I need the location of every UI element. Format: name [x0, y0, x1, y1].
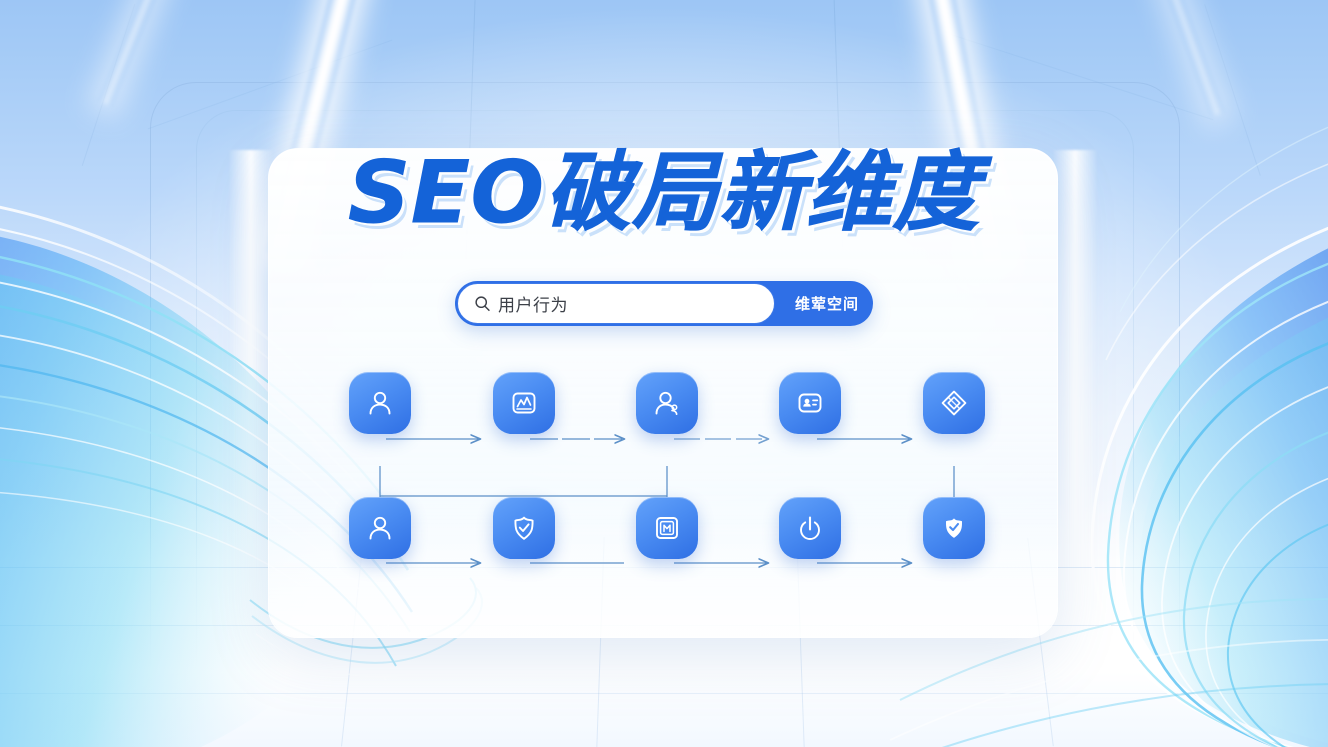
- chart-frame-icon: [512, 392, 536, 414]
- flow-node-bottom-3[interactable]: [636, 497, 698, 559]
- diamond-icon: [941, 390, 967, 416]
- shield-check-icon: [514, 516, 534, 540]
- flow-node-bottom-4[interactable]: [779, 497, 841, 559]
- id-card-icon: [798, 393, 822, 413]
- flow-node-top-2[interactable]: [493, 372, 555, 434]
- flow-diagram: [268, 148, 1058, 638]
- page-title: SEO破局新维度: [348, 143, 980, 243]
- flow-node-top-3[interactable]: [636, 372, 698, 434]
- user-icon: [369, 391, 391, 415]
- search-input-value: 用户行为: [498, 296, 568, 316]
- search-input[interactable]: 用户行为: [457, 283, 775, 324]
- flow-node-bottom-2[interactable]: [493, 497, 555, 559]
- flow-node-bottom-5[interactable]: [923, 497, 985, 559]
- document-frame-icon: [656, 517, 678, 539]
- search-submit-button[interactable]: 维荤空间: [794, 295, 859, 313]
- page-title-wrapper: SEO破局新维度: [0, 143, 1328, 243]
- search-bar[interactable]: 用户行为 维荤空间: [455, 281, 873, 326]
- flow-node-top-4[interactable]: [779, 372, 841, 434]
- shield-filled-icon: [946, 518, 962, 538]
- user-add-icon: [655, 391, 678, 416]
- user-icon: [369, 516, 391, 540]
- search-icon: [475, 296, 490, 312]
- flow-node-top-1[interactable]: [349, 372, 411, 434]
- flow-node-top-5[interactable]: [923, 372, 985, 434]
- power-icon: [800, 516, 820, 540]
- flow-node-bottom-1[interactable]: [349, 497, 411, 559]
